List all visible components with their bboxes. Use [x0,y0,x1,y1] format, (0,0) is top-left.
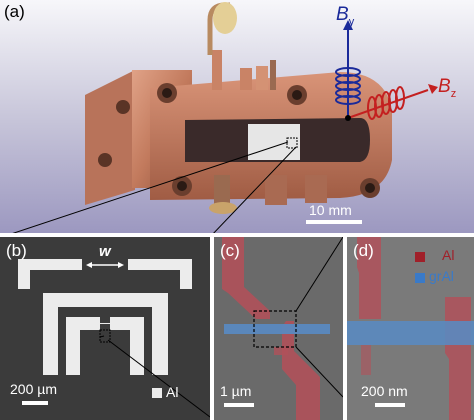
resonator-micrograph [0,237,210,420]
al-legend-label: Al [166,384,179,400]
panel-b: (b) w 200 µm Al [0,237,210,420]
scale-bar-d [375,403,405,407]
field-subscript-z: z [450,87,457,100]
scale-label-c: 1 µm [220,383,252,399]
panel-c: (c) 1 µm [214,237,343,420]
field-coil-y [335,20,361,118]
field-symbol: B [336,4,349,25]
junction-micrograph [214,237,343,420]
field-coil-z [347,84,438,120]
panel-d: (d) Al grAl 200 nm [347,237,474,420]
scale-label-d: 200 nm [361,383,408,399]
scale-bar-c [224,403,254,407]
panel-d-label: (d) [353,241,374,260]
gral-legend-label: grAl [429,268,454,284]
panel-c-label: (c) [220,241,240,260]
scale-label-b: 200 µm [10,381,57,397]
gral-legend-swatch [415,273,425,283]
field-label-y: By [336,4,354,28]
scale-bar-a [306,220,362,224]
scale-bar-b [22,401,48,405]
al-legend-swatch [415,252,425,262]
al-legend-swatch [152,388,162,398]
field-symbol: B [438,76,451,97]
field-label-z: Bz [438,76,456,100]
scale-label-a: 10 mm [309,202,352,218]
junction-zoom-micrograph [347,237,474,420]
panel-a-label: (a) [4,2,25,21]
width-symbol: w [99,243,111,260]
sample-holder-photo [0,0,474,233]
panel-a: (a) By Bz 10 mm [0,0,474,233]
field-subscript-y: y [348,15,355,28]
panel-b-label: (b) [6,241,27,260]
al-legend-label: Al [442,247,455,263]
